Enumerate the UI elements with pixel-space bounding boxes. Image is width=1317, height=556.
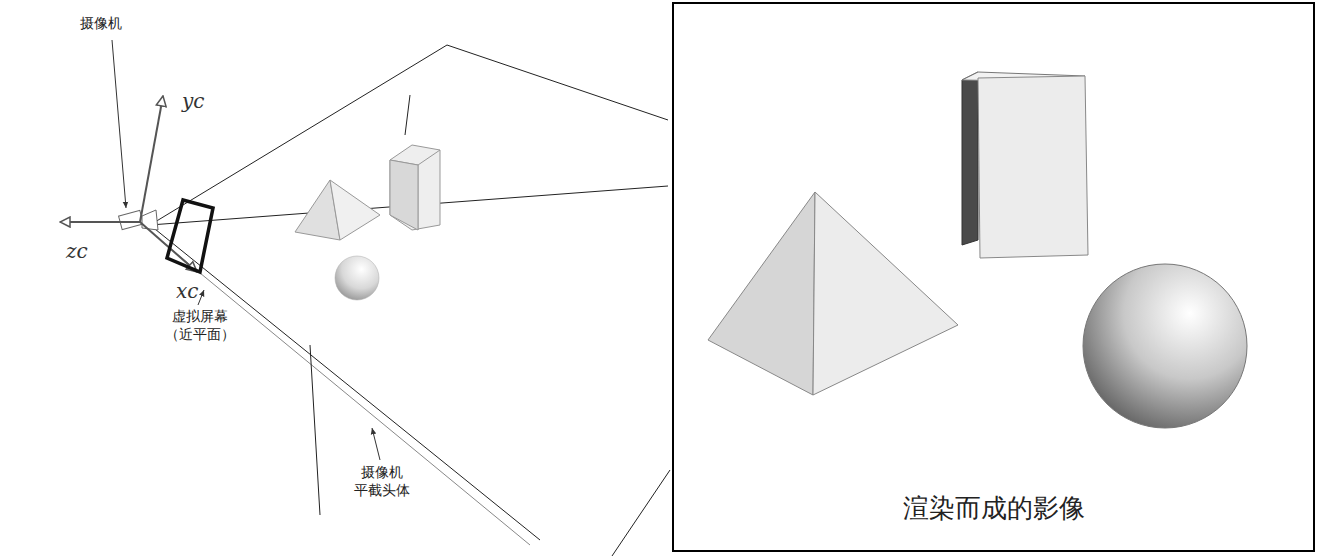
frustum-label: 摄像机 平截头体 — [352, 463, 412, 499]
near-plane-label: 虚拟屏幕 （近平面） — [160, 307, 240, 343]
axis-label: xc — [176, 278, 198, 304]
panel-caption: 渲染而成的影像 — [674, 491, 1313, 526]
frustum-lines — [150, 45, 670, 556]
leader-lines — [112, 40, 380, 460]
camera-label: 摄像机 — [80, 14, 122, 32]
axis-label: zc — [66, 238, 88, 264]
rendered-image-panel: 渲染而成的影像 — [672, 2, 1315, 552]
axis-label: yc — [182, 88, 205, 114]
camera-axes — [60, 96, 213, 272]
scene-objects — [295, 145, 440, 300]
rendered-objects — [708, 72, 1247, 428]
